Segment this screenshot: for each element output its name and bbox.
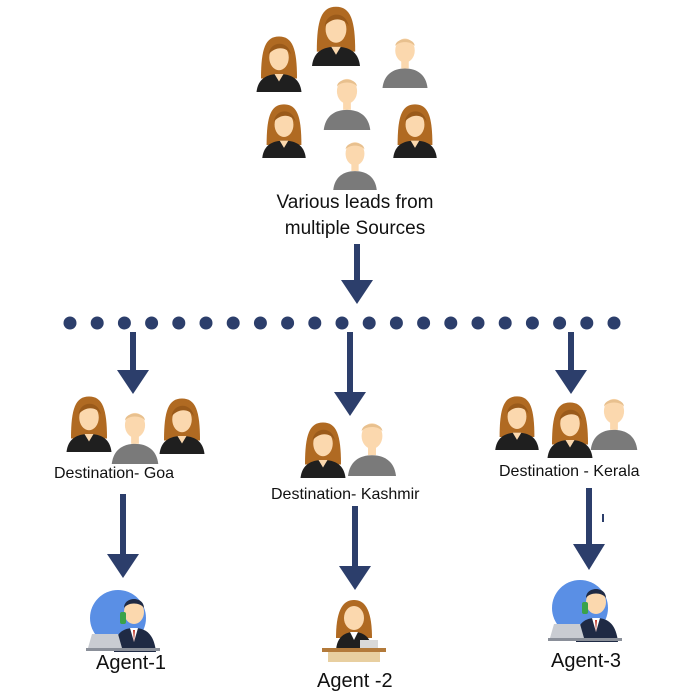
lead-woman-icon <box>495 396 539 450</box>
destination-kashmir-group <box>300 422 396 478</box>
sources-caption-line1: Various leads from <box>276 192 434 213</box>
lead-woman-icon <box>159 398 205 454</box>
lead-man-icon <box>348 423 396 476</box>
lead-woman-icon <box>256 36 302 92</box>
lead-woman-icon <box>300 422 346 478</box>
lead-woman-icon <box>262 104 306 158</box>
destination-kashmir-label: Destination- Kashmir <box>271 486 420 503</box>
distribution-dot <box>607 316 621 330</box>
distribution-dot <box>63 316 77 330</box>
distribution-dot <box>199 316 213 330</box>
lead-man-icon <box>111 412 159 464</box>
arrow-down-icon <box>334 332 366 416</box>
arrow-down-icon <box>555 332 587 394</box>
distribution-dot <box>308 316 322 330</box>
distribution-dot <box>226 316 240 330</box>
distribution-dot <box>580 316 594 330</box>
lead-woman-icon <box>547 402 593 458</box>
distribution-dot <box>471 316 485 330</box>
distribution-dot <box>553 316 567 330</box>
arrow-down-icon <box>573 488 605 570</box>
lead-woman-icon <box>393 104 437 158</box>
distribution-dot <box>172 316 186 330</box>
distribution-dot <box>335 316 349 330</box>
sources-caption-line2: multiple Sources <box>284 218 426 239</box>
distribution-dot <box>362 316 376 330</box>
agent-1-icon <box>86 590 160 652</box>
agent-3-icon <box>548 580 622 642</box>
distribution-dot <box>145 316 159 330</box>
sources-caption: Various leads from multiple Sources <box>255 190 455 242</box>
agent-1-label: Agent-1 <box>96 652 167 674</box>
agent-3-label: Agent-3 <box>551 650 622 672</box>
destination-kerala-group <box>495 396 638 458</box>
destination-goa-group <box>66 396 205 464</box>
arrow-down-icon <box>117 332 149 394</box>
distribution-dot <box>281 316 295 330</box>
distribution-dot <box>389 316 403 330</box>
distribution-dot <box>498 316 512 330</box>
arrow-down-icon <box>339 506 371 590</box>
lead-man-icon <box>590 398 638 450</box>
agent-2-label: Agent -2 <box>317 670 393 692</box>
distribution-dot <box>417 316 431 330</box>
distribution-dot <box>253 316 267 330</box>
distribution-dot <box>90 316 104 330</box>
distribution-dotted-line <box>63 316 621 330</box>
destination-kerala-label: Destination - Kerala <box>499 463 640 480</box>
arrow-down-icon <box>107 494 139 578</box>
arrow-down-icon <box>341 244 373 304</box>
distribution-dot <box>117 316 131 330</box>
distribution-dot <box>444 316 458 330</box>
lead-man-icon <box>333 142 377 190</box>
distribution-dot <box>525 316 539 330</box>
lead-woman-icon <box>66 396 112 452</box>
destination-goa-label: Destination- Goa <box>54 465 175 482</box>
lead-woman-icon <box>312 6 360 66</box>
leads-source-group <box>256 6 437 190</box>
lead-man-icon <box>382 38 428 88</box>
lead-man-icon <box>323 78 371 130</box>
agent-2-icon <box>322 600 386 662</box>
